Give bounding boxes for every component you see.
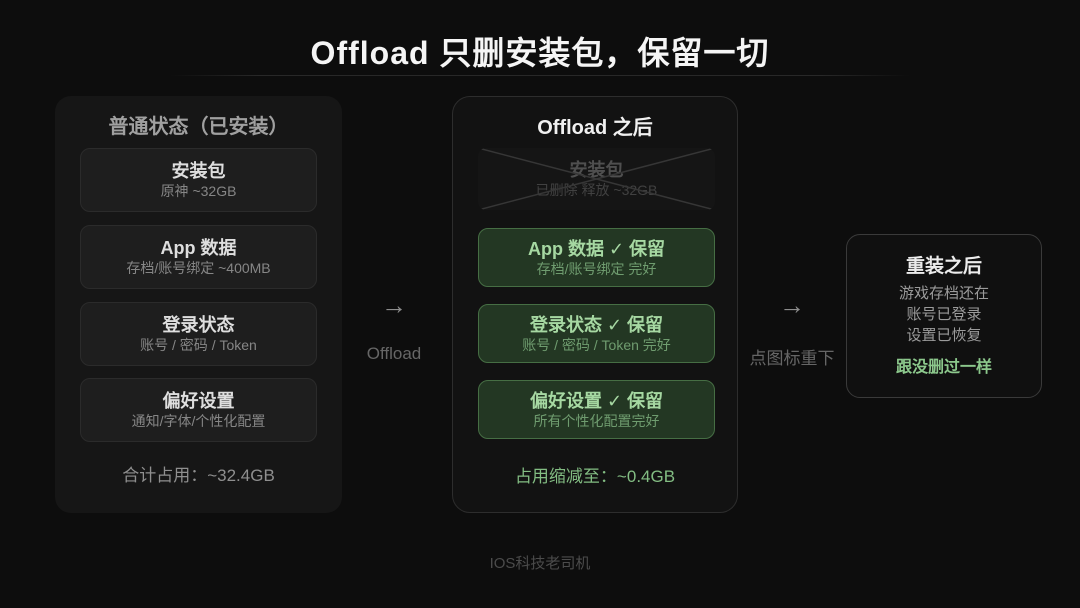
result-line: 设置已恢复 — [906, 327, 982, 344]
card-title: App 数据 — [160, 238, 237, 258]
panel-after-offload: Offload 之后 安装包 已删除 释放 ~32GB App 数据 ✓ 保留 … — [452, 96, 738, 513]
card-subtitle: 存档/账号绑定 ~400MB — [126, 260, 271, 276]
right-arrow-icon: → — [381, 290, 407, 320]
card-install-package-deleted: 安装包 已删除 释放 ~32GB — [478, 148, 715, 210]
watermark: IOS科技老司机 — [489, 555, 591, 572]
card-title: 登录状态 — [162, 315, 235, 335]
result-highlight: 跟没删过一样 — [895, 359, 992, 376]
card-login-state: 登录状态 账号 / 密码 / Token — [80, 302, 317, 366]
card-subtitle: 账号 / 密码 / Token 完好 — [522, 336, 671, 353]
arrow-reinstall-label: 点图标重下 — [749, 349, 835, 368]
result-line: 游戏存档还在 — [898, 285, 989, 302]
panel-normal-state: 普通状态（已安装） 安装包 原神 ~32GB App 数据 存档/账号绑定 ~4… — [55, 96, 342, 513]
card-title: 安装包 — [569, 160, 624, 180]
result-line: 账号已登录 — [906, 306, 982, 323]
card-install-package: 安装包 原神 ~32GB — [80, 148, 317, 212]
card-subtitle: 存档/账号绑定 完好 — [536, 260, 657, 277]
arrow-reinstall: → 点图标重下 — [737, 292, 847, 369]
panel-after-reinstall-header: 重装之后 — [905, 256, 982, 277]
card-preferences-kept: 偏好设置 ✓ 保留 所有个性化配置完好 — [478, 380, 715, 439]
card-title: App 数据 ✓ 保留 — [527, 238, 666, 259]
card-app-data-kept: App 数据 ✓ 保留 存档/账号绑定 完好 — [478, 228, 715, 287]
card-login-state-kept: 登录状态 ✓ 保留 账号 / 密码 / Token 完好 — [478, 304, 715, 363]
title-divider — [170, 75, 910, 76]
reinstall-result-lines: 游戏存档还在 账号已登录 设置已恢复 — [847, 283, 1041, 346]
panel-after-reinstall: 重装之后 游戏存档还在 账号已登录 设置已恢复 跟没删过一样 — [846, 234, 1042, 398]
panel-after-offload-header: Offload 之后 — [537, 117, 653, 139]
card-title: 登录状态 ✓ 保留 — [529, 314, 664, 335]
card-title: 安装包 — [171, 161, 226, 181]
card-subtitle: 通知/字体/个性化配置 — [131, 413, 266, 429]
card-title: 偏好设置 — [162, 391, 235, 411]
arrow-offload-label: Offload — [366, 344, 422, 363]
card-subtitle: 原神 ~32GB — [160, 183, 237, 199]
card-subtitle: 所有个性化配置完好 — [533, 412, 660, 429]
total-usage-label: 合计占用：~32.4GB — [122, 466, 275, 485]
reduced-usage-label: 占用缩减至：~0.4GB — [514, 467, 676, 486]
card-preferences: 偏好设置 通知/字体/个性化配置 — [80, 378, 317, 442]
page-title: Offload 只删安装包，保留一切 — [310, 35, 770, 71]
arrow-offload: → Offload — [339, 292, 449, 364]
card-title: 偏好设置 ✓ 保留 — [529, 390, 664, 411]
card-subtitle: 账号 / 密码 / Token — [140, 337, 257, 353]
strikethrough-cross-icon — [478, 148, 715, 210]
card-app-data: App 数据 存档/账号绑定 ~400MB — [80, 225, 317, 289]
panel-normal-header: 普通状态（已安装） — [108, 116, 289, 138]
right-arrow-icon: → — [779, 290, 805, 320]
